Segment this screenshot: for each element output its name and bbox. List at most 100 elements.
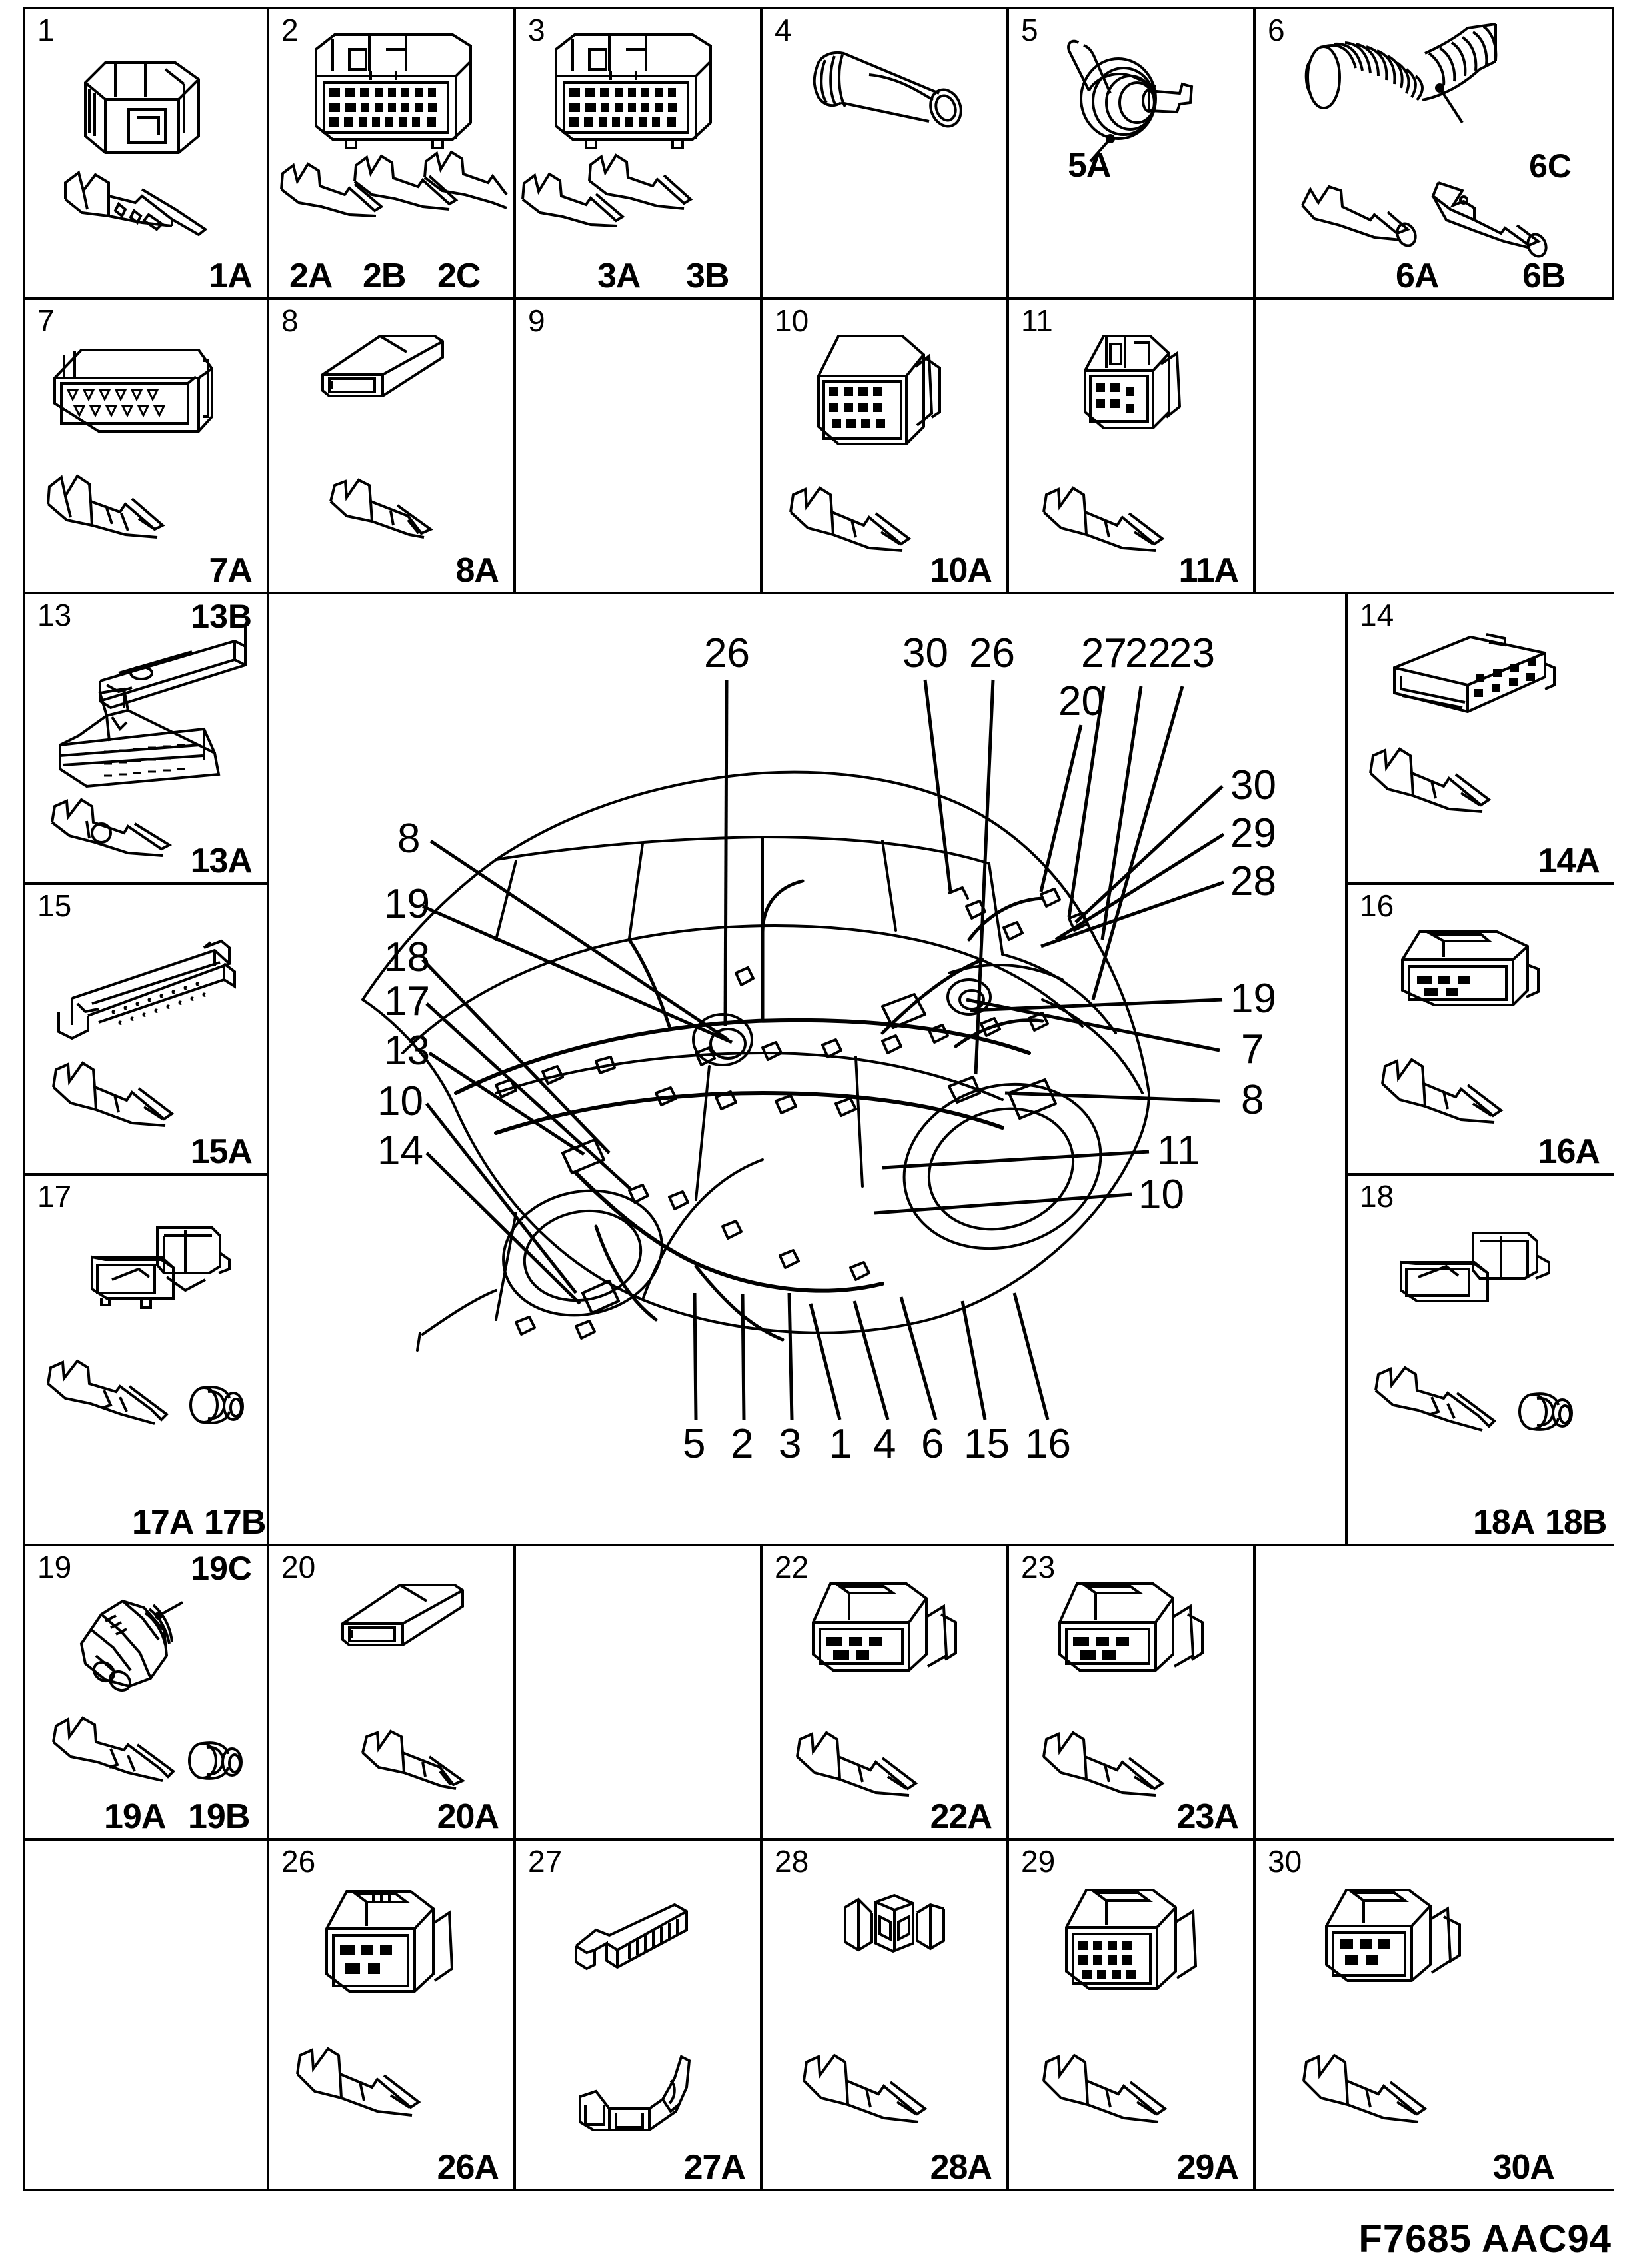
callout-1-bottom: 1	[829, 1421, 852, 1467]
callout-13-left: 13	[384, 1028, 430, 1074]
part-panel-27[interactable]: 27	[513, 1838, 763, 2191]
part-panel-30[interactable]: 30	[1253, 1838, 1614, 2191]
sublabel-18B: 18B	[1545, 1503, 1607, 1542]
part-panel-9[interactable]: 9	[513, 297, 763, 594]
panel-number: 6	[1268, 13, 1285, 47]
terminal-pin-illustration	[1036, 480, 1202, 567]
part-panel-11[interactable]: 11	[1006, 297, 1256, 594]
part-panel-13[interactable]: 13 13B	[23, 592, 269, 885]
sublabel-30A: 30A	[1492, 2148, 1555, 2187]
part-panel-3[interactable]: 3	[513, 7, 763, 300]
connector-housing-illustration	[336, 1576, 483, 1662]
panel-number: 26	[281, 1844, 316, 1879]
part-panel-8[interactable]: 8	[267, 297, 516, 594]
part-panel-20[interactable]: 20	[267, 1544, 516, 1841]
part-panel-22[interactable]: 22	[760, 1544, 1009, 1841]
part-panel-19[interactable]: 19 19C	[23, 1544, 269, 1841]
connector-housing-illustration	[85, 1216, 232, 1316]
connector-housing-illustration	[809, 327, 962, 453]
sublabel-17B: 17B	[204, 1503, 266, 1542]
terminal-pin-illustration	[45, 1713, 185, 1799]
terminal-pin-illustration	[289, 2041, 456, 2134]
convoluted-tube-boot-illustration	[1296, 16, 1562, 136]
sublabel-2C: 2C	[437, 257, 481, 295]
callout-29-right: 29	[1230, 810, 1276, 856]
terminal-pin-illustration	[45, 1055, 212, 1142]
part-panel-16[interactable]: 16	[1345, 882, 1614, 1176]
panel-number: 9	[528, 303, 545, 338]
panel-number: 20	[281, 1550, 316, 1584]
connector-housing-illustration	[1394, 1216, 1561, 1316]
connector-housing-illustration	[1076, 327, 1209, 440]
sublabel-6A: 6A	[1396, 257, 1439, 295]
callout-28-right: 28	[1230, 858, 1276, 904]
terminal-pin-illustration	[783, 480, 949, 567]
terminal-pin-illustration	[1374, 1052, 1541, 1138]
part-panel-28[interactable]: 28	[760, 1838, 1009, 2191]
part-panel-17[interactable]: 17	[23, 1173, 269, 1546]
callout-20: 20	[1058, 678, 1104, 724]
cable-clip-illustration	[569, 1901, 716, 1987]
callout-7-right: 7	[1241, 1026, 1264, 1072]
sublabel-10A: 10A	[930, 551, 992, 590]
connector-housing-illustration	[316, 327, 463, 413]
cable-seal-illustration	[184, 1731, 257, 1791]
part-panel-14[interactable]: 14	[1345, 592, 1614, 885]
panel-number: 19	[37, 1550, 72, 1584]
connector-housing-illustration	[45, 925, 252, 1045]
callout-30-right: 30	[1230, 762, 1276, 808]
panel-number: 7	[37, 303, 55, 338]
connector-housing-illustration	[45, 330, 232, 443]
panel-number: 27	[528, 1844, 563, 1879]
connector-housing-illustration	[1049, 1576, 1216, 1682]
part-panel-15[interactable]: 15	[23, 882, 269, 1176]
sublabel-8A: 8A	[455, 551, 499, 590]
sublabel-2B: 2B	[363, 257, 406, 295]
part-panel-23[interactable]: 23	[1006, 1544, 1256, 1841]
callout-27-top: 27	[1081, 630, 1127, 676]
part-panel-2[interactable]: 2	[267, 7, 516, 300]
part-panel-4[interactable]: 4	[760, 7, 1009, 300]
sublabel-3B: 3B	[686, 257, 729, 295]
sublabel-19B: 19B	[188, 1797, 250, 1836]
sealed-connector-illustration	[65, 1578, 199, 1698]
part-panel-5[interactable]: 5 5A	[1006, 7, 1256, 300]
part-panel-29[interactable]: 29	[1006, 1838, 1256, 2191]
callout-14-left: 14	[377, 1128, 423, 1174]
terminal-pins-illustration	[1296, 176, 1562, 263]
part-panel-6[interactable]: 6	[1253, 7, 1614, 300]
part-panel-1[interactable]: 1	[23, 7, 269, 300]
callout-17-left: 17	[384, 978, 430, 1024]
sublabel-20A: 20A	[437, 1797, 499, 1836]
terminal-pin-illustration	[1036, 2047, 1202, 2141]
connector-housing-illustration	[65, 43, 232, 163]
part-panel-10[interactable]: 10	[760, 297, 1009, 594]
sublabel-23A: 23A	[1176, 1797, 1239, 1836]
sublabel-22A: 22A	[930, 1797, 992, 1836]
rubber-boot-connector-illustration	[1049, 29, 1216, 163]
part-panel-26[interactable]: 26	[267, 1838, 516, 2191]
sublabel-6B: 6B	[1522, 257, 1566, 295]
sublabel-7A: 7A	[209, 551, 253, 590]
callout-6-bottom: 6	[921, 1421, 944, 1467]
panel-number: 15	[37, 888, 72, 923]
callout-11-mid: 11	[1157, 1128, 1200, 1174]
callout-26-top-left: 26	[704, 630, 750, 676]
callout-10-left: 10	[377, 1078, 423, 1124]
sublabel-18A: 18A	[1473, 1503, 1535, 1542]
part-panel-18[interactable]: 18	[1345, 1173, 1614, 1546]
callout-19-left: 19	[384, 881, 430, 927]
terminal-pin-illustration	[324, 473, 457, 553]
connector-housing-illustration	[316, 1881, 469, 2001]
callout-8-right: 8	[1241, 1077, 1264, 1123]
vehicle-wiring-harness-diagram: 26 30 26 27 22 23 20 8 19 18 17 13 10 14…	[296, 626, 1345, 1560]
sublabel-6C: 6C	[1529, 147, 1572, 185]
sublabel-26A: 26A	[437, 2148, 499, 2187]
callout-19-right: 19	[1230, 976, 1276, 1022]
panel-number: 3	[528, 13, 545, 47]
panel-number: 1	[37, 13, 55, 47]
connector-housing-illustration	[296, 23, 496, 156]
panel-number: 5	[1021, 13, 1038, 47]
callout-10-mid: 10	[1138, 1172, 1184, 1218]
part-panel-7[interactable]: 7	[23, 297, 269, 594]
